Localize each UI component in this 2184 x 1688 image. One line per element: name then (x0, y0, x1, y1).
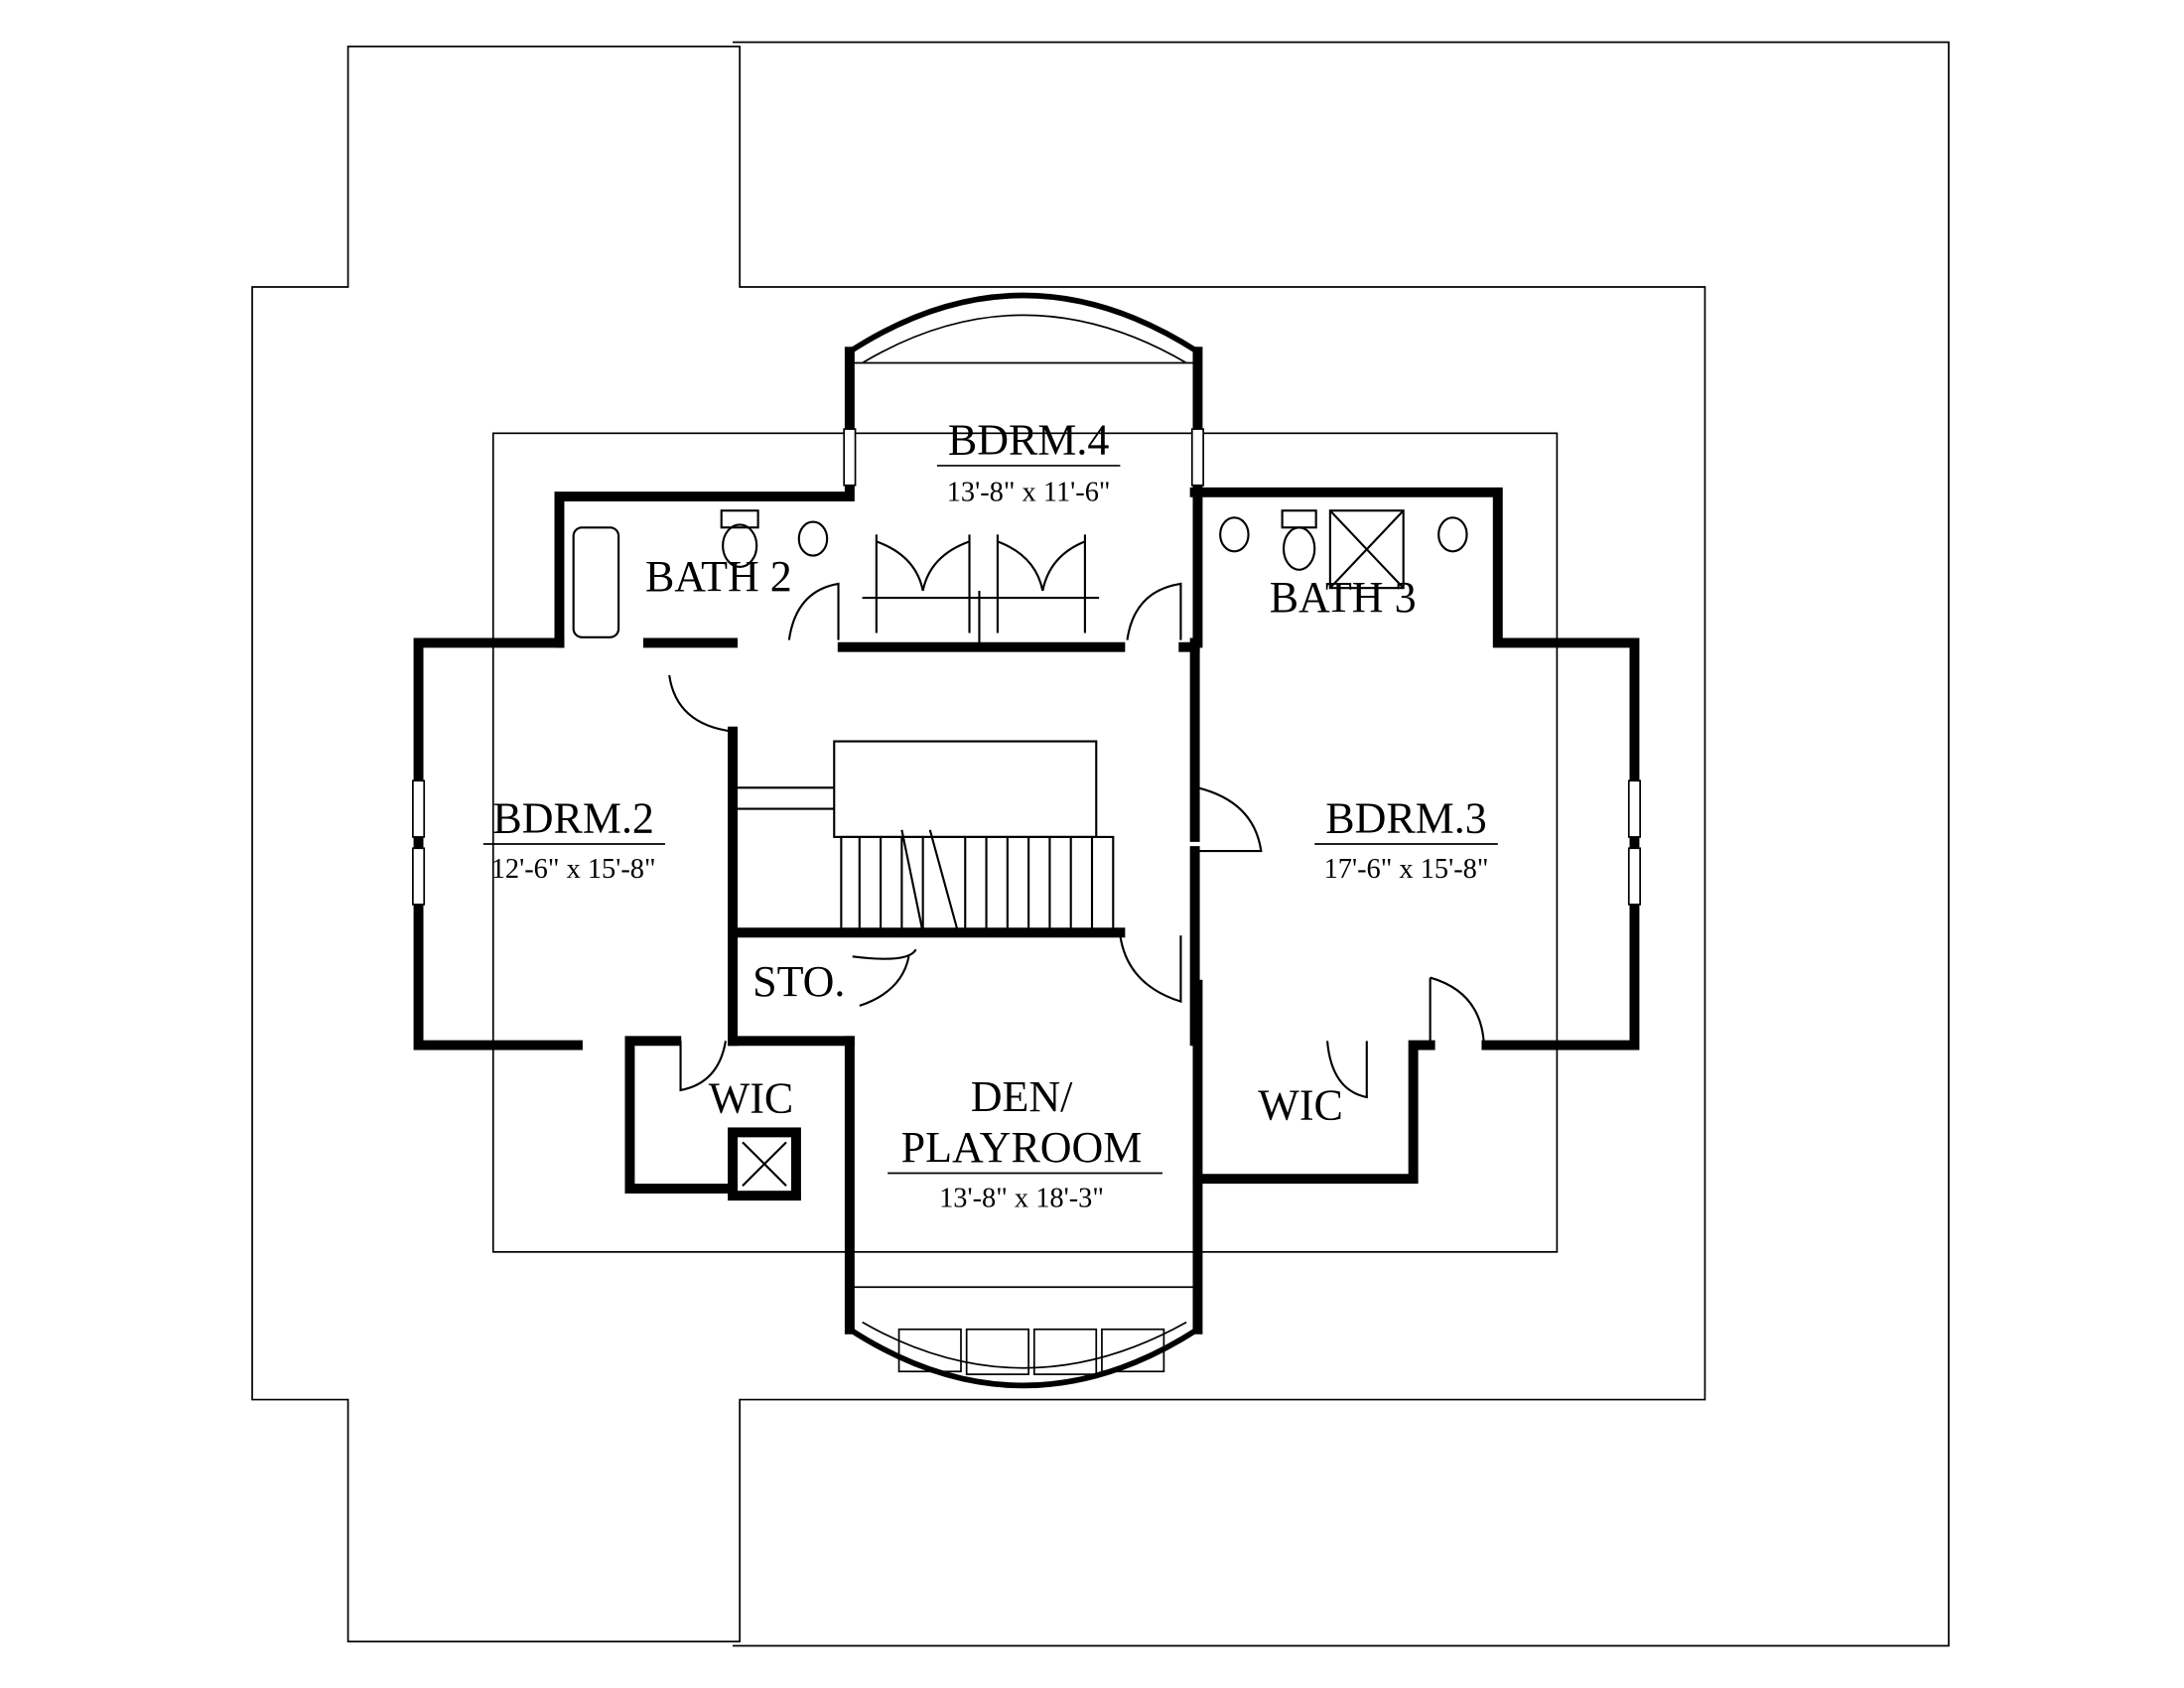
chimney-flue (742, 1141, 787, 1188)
room-size-bdrm3: 17'-6" x 15'-8" (1324, 854, 1489, 885)
room-name-bdrm3: BDRM.3 (1325, 794, 1487, 843)
room-name-den-line2: PLAYROOM (901, 1123, 1143, 1172)
bay-window-top (845, 292, 1202, 356)
bath-fixtures (572, 509, 1468, 638)
room-name-bath3: BATH 3 (1270, 573, 1417, 622)
room-name-bdrm4: BDRM.4 (948, 416, 1110, 465)
room-size-bdrm2: 12'-6" x 15'-8" (491, 854, 656, 885)
room-name-bath2: BATH 2 (645, 552, 792, 601)
doors (668, 534, 1485, 1099)
room-name-wic-left: WIC (709, 1074, 794, 1123)
roof-outline-upper (733, 41, 1950, 1647)
room-name-den-line1: DEN/ (971, 1072, 1073, 1121)
windows (412, 428, 1641, 906)
window-seats (897, 1328, 1165, 1375)
room-name-sto: STO. (752, 957, 845, 1006)
room-size-bdrm4: 13'-8" x 11'-6" (947, 477, 1111, 507)
porch-outline (491, 432, 1559, 1253)
bay-window-bottom (845, 1325, 1202, 1389)
roof-outline (251, 45, 1706, 1643)
staircase (733, 740, 1115, 934)
walls (413, 347, 1640, 1335)
room-size-den: 13'-8" x 18'-3" (939, 1184, 1104, 1214)
room-name-bdrm2: BDRM.2 (492, 794, 654, 843)
room-name-wic-right: WIC (1258, 1081, 1343, 1130)
